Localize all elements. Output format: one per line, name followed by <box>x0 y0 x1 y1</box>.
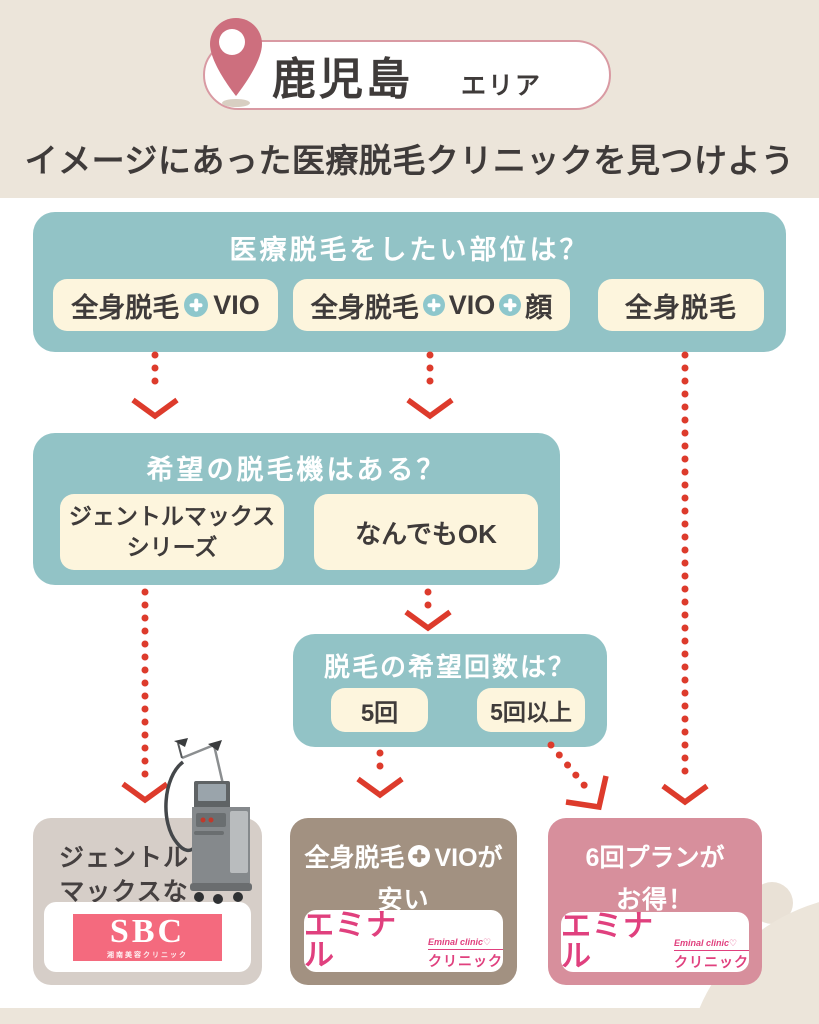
caption-text: VIOが <box>434 844 503 872</box>
arrowhead <box>661 783 709 806</box>
option-text: 顔 <box>525 292 553 323</box>
plus-icon <box>184 293 209 317</box>
caption-text: 全身脱毛 <box>304 844 405 872</box>
option-5-times: 5回 <box>331 688 428 732</box>
option-text: 全身脱毛 <box>71 292 180 323</box>
option-text: VIO <box>213 289 260 320</box>
result-card-eminal-plan: 6回プランが お得！ エミナル Eminal clinic♡ クリニック <box>548 818 762 985</box>
result-caption: 全身脱毛 VIOが 安い <box>290 838 517 916</box>
option-text: 全身脱毛 <box>310 292 419 323</box>
question-box-machine: 希望の脱毛機はある？ ジェントルマックス シリーズ なんでもOK <box>33 433 560 585</box>
option-text: VIO <box>448 289 496 320</box>
caption-text: お得！ <box>615 886 694 914</box>
plus-icon <box>422 294 445 316</box>
sbc-logo-text: SBC <box>109 913 186 950</box>
arrowhead <box>404 609 452 632</box>
area-badge: 鹿児島 エリア <box>203 40 611 110</box>
eminal-logo-main: エミナル <box>304 909 397 972</box>
plus-icon <box>408 845 431 867</box>
question-title: 希望の脱毛機はある？ <box>146 455 447 485</box>
eminal-clinic-logo: エミナル Eminal clinic♡ クリニック <box>304 911 503 971</box>
arrowhead <box>356 776 404 799</box>
option-fullbody-vio-face: 全身脱毛 VIO 顔 <box>293 279 570 331</box>
eminal-logo-en: Eminal clinic♡ <box>674 938 749 951</box>
bottom-beige-band <box>0 1008 819 1024</box>
option-anything-ok: なんでもOK <box>314 494 538 570</box>
logo-plate: SBC 湘南美容クリニック <box>44 902 251 972</box>
sbc-logo: SBC 湘南美容クリニック <box>73 913 222 961</box>
question-title: 脱毛の希望回数は？ <box>323 652 576 682</box>
eminal-logo-sub: クリニック <box>674 954 749 970</box>
arrowhead <box>406 397 454 420</box>
eminal-clinic-logo: エミナル Eminal clinic♡ クリニック <box>561 912 749 972</box>
option-gentlemax-series: ジェントルマックス シリーズ <box>60 494 284 570</box>
option-text: 全身脱毛 <box>625 292 737 323</box>
arrow-dots-q3b <box>547 741 593 795</box>
result-card-eminal-cheap: 全身脱毛 VIOが 安い エミナル Eminal clinic♡ クリニック <box>290 818 517 985</box>
location-pin-icon <box>210 18 262 107</box>
eminal-logo-sub: クリニック <box>428 953 503 969</box>
question-title: 医療脱毛をしたい部位は？ <box>229 235 590 265</box>
logo-plate: エミナル Eminal clinic♡ クリニック <box>561 912 749 972</box>
caption-text: 安い <box>377 886 430 914</box>
laser-machine-image <box>164 738 252 904</box>
logo-plate: エミナル Eminal clinic♡ クリニック <box>304 910 503 972</box>
question-box-body-parts: 医療脱毛をしたい部位は？ 全身脱毛 VIO 全身脱毛 VIO 顔 全身脱毛 <box>33 212 786 352</box>
caption-text: 6回プランが <box>585 844 725 872</box>
option-fullbody: 全身脱毛 <box>598 279 764 331</box>
question-box-sessions: 脱毛の希望回数は？ 5回 5回以上 <box>293 634 607 747</box>
eminal-logo-en: Eminal clinic♡ <box>428 937 503 950</box>
arrowhead <box>131 397 179 420</box>
plus-icon <box>499 294 522 316</box>
option-5-times-or-more: 5回以上 <box>477 688 585 732</box>
sbc-logo-subtext: 湘南美容クリニック <box>107 951 188 959</box>
area-suffix: エリア <box>460 72 542 100</box>
area-name: 鹿児島 <box>271 55 413 104</box>
page-title: イメージにあった医療脱毛クリニックを見つけよう <box>24 142 795 179</box>
eminal-logo-main: エミナル <box>561 910 654 973</box>
result-caption: 6回プランが お得！ <box>548 838 762 916</box>
arrowhead-diagonal <box>565 775 609 811</box>
option-fullbody-vio: 全身脱毛 VIO <box>53 279 278 331</box>
